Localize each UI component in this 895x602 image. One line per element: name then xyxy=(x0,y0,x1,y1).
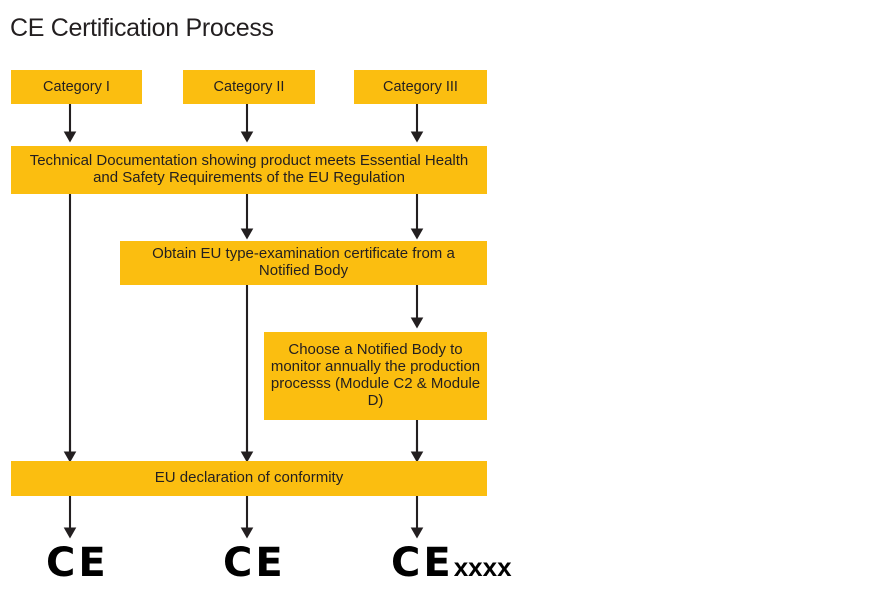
node-notified-body-monitoring: Choose a Notified Body to monitor annual… xyxy=(264,332,487,420)
node-declaration-of-conformity-label: EU declaration of conformity xyxy=(154,469,344,487)
node-type-examination-label: Obtain EU type-examination certificate f… xyxy=(152,245,455,279)
ce-mark-category-3: CE xxxx xyxy=(391,540,512,586)
ce-mark-suffix: xxxx xyxy=(453,552,512,582)
node-technical-documentation: Technical Documentation showing product … xyxy=(11,146,487,194)
ce-mark-category-2: CE xyxy=(223,540,286,586)
node-category-3: Category III xyxy=(354,70,487,104)
node-technical-documentation-label: Technical Documentation showing product … xyxy=(29,152,469,186)
node-category-3-label: Category III xyxy=(383,78,458,95)
node-declaration-of-conformity: EU declaration of conformity xyxy=(11,461,487,496)
ce-mark-glyphs: CE xyxy=(223,540,286,586)
node-notified-body-monitoring-label: Choose a Notified Body to monitor annual… xyxy=(270,341,481,409)
ce-mark-category-1: CE xyxy=(46,540,109,586)
node-category-2-label: Category II xyxy=(213,78,285,95)
ce-mark-glyphs: CE xyxy=(391,540,454,586)
node-category-1: Category I xyxy=(11,70,142,104)
node-category-1-label: Category I xyxy=(43,78,110,95)
node-type-examination: Obtain EU type-examination certificate f… xyxy=(120,241,487,285)
page-title: CE Certification Process xyxy=(10,14,274,42)
ce-mark-glyphs: CE xyxy=(46,540,109,586)
node-category-2: Category II xyxy=(183,70,315,104)
